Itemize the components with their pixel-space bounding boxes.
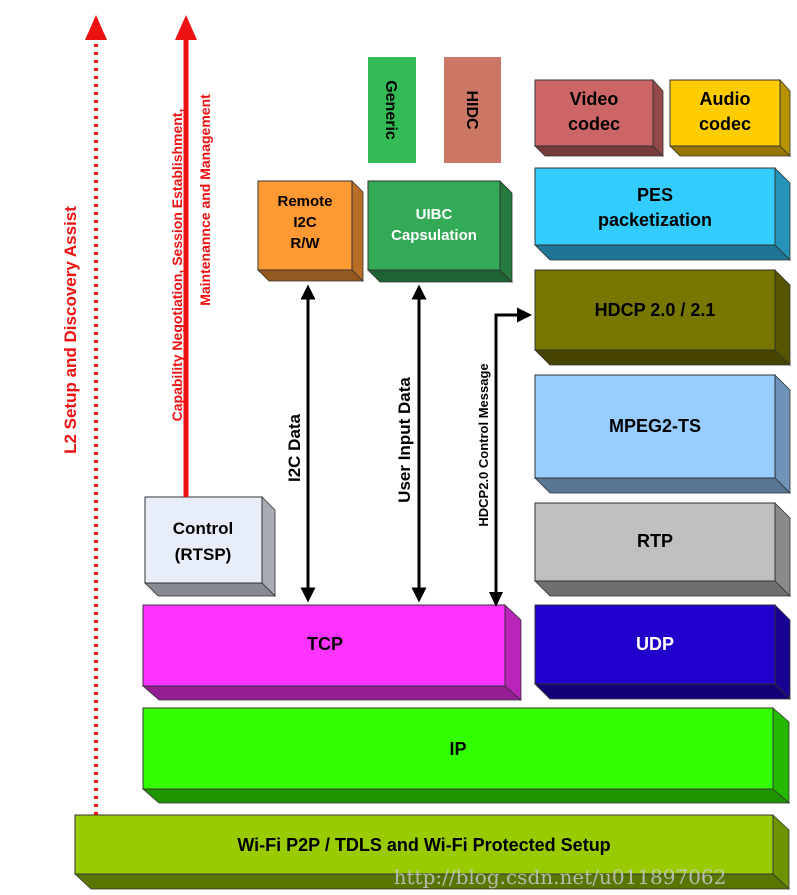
tcp-block: TCP xyxy=(141,604,523,701)
uibc-block: UIBC Capsulation xyxy=(367,180,513,283)
capability-label-2: Maintenannce and Management xyxy=(197,94,213,306)
hdcp-control-arrow: HDCP2.0 Control Message xyxy=(476,307,532,607)
remote-i2c-block: Remote I2C R/W xyxy=(257,180,364,282)
generic-label: Generic xyxy=(382,80,399,140)
wifi-label: Wi-Fi P2P / TDLS and Wi-Fi Protected Set… xyxy=(237,835,610,855)
udp-label: UDP xyxy=(636,634,674,654)
user-input-arrow: User Input Data xyxy=(395,284,427,603)
udp-block: UDP xyxy=(534,604,791,700)
wifi-p2p-block: Wi-Fi P2P / TDLS and Wi-Fi Protected Set… xyxy=(73,814,791,890)
capability-arrow: Capability Negotiation, Session Establis… xyxy=(169,15,213,497)
watermark-text: http://blog.csdn.net/u011897062 xyxy=(394,865,727,889)
remote-i2c-label-3: R/W xyxy=(290,235,320,252)
pes-label-2: packetization xyxy=(598,210,712,230)
mpeg2-ts-block: MPEG2-TS xyxy=(534,374,791,494)
hidc-label: HIDC xyxy=(463,90,480,130)
remote-i2c-label-2: I2C xyxy=(293,214,317,231)
audio-codec-label-1: Audio xyxy=(700,89,751,109)
i2c-data-label: I2C Data xyxy=(285,413,304,482)
hidc-block: HIDC xyxy=(444,57,501,163)
control-label-1: Control xyxy=(173,519,233,538)
tcp-label: TCP xyxy=(307,634,343,654)
l2-setup-arrow: L2 Setup and Discovery Assist xyxy=(61,15,107,815)
rtp-block: RTP xyxy=(534,502,791,597)
user-input-label: User Input Data xyxy=(395,377,414,503)
video-codec-block: Video codec xyxy=(534,78,664,157)
ip-block: IP xyxy=(141,707,791,804)
mpeg2-ts-label: MPEG2-TS xyxy=(609,416,701,436)
uibc-label-1: UIBC xyxy=(416,206,453,223)
generic-block: Generic xyxy=(368,57,416,163)
remote-i2c-label-1: Remote xyxy=(277,193,332,210)
hdcp-label: HDCP 2.0 / 2.1 xyxy=(595,300,716,320)
hdcp-control-label: HDCP2.0 Control Message xyxy=(476,363,491,526)
rtp-label: RTP xyxy=(637,531,673,551)
video-codec-label-1: Video xyxy=(570,89,619,109)
control-rtsp-block: Control (RTSP) xyxy=(144,496,276,597)
pes-label-1: PES xyxy=(637,185,673,205)
pes-block: PES packetization xyxy=(534,167,791,261)
ip-label: IP xyxy=(449,739,466,759)
video-codec-label-2: codec xyxy=(568,114,620,134)
uibc-label-2: Capsulation xyxy=(391,227,477,244)
capability-label-1: Capability Negotiation, Session Establis… xyxy=(169,109,185,422)
audio-codec-block: Audio codec xyxy=(669,78,791,157)
hdcp-block: HDCP 2.0 / 2.1 xyxy=(534,269,791,366)
l2-setup-label: L2 Setup and Discovery Assist xyxy=(61,206,80,454)
i2c-data-arrow: I2C Data xyxy=(285,284,316,603)
control-label-2: (RTSP) xyxy=(175,545,232,564)
audio-codec-label-2: codec xyxy=(699,114,751,134)
